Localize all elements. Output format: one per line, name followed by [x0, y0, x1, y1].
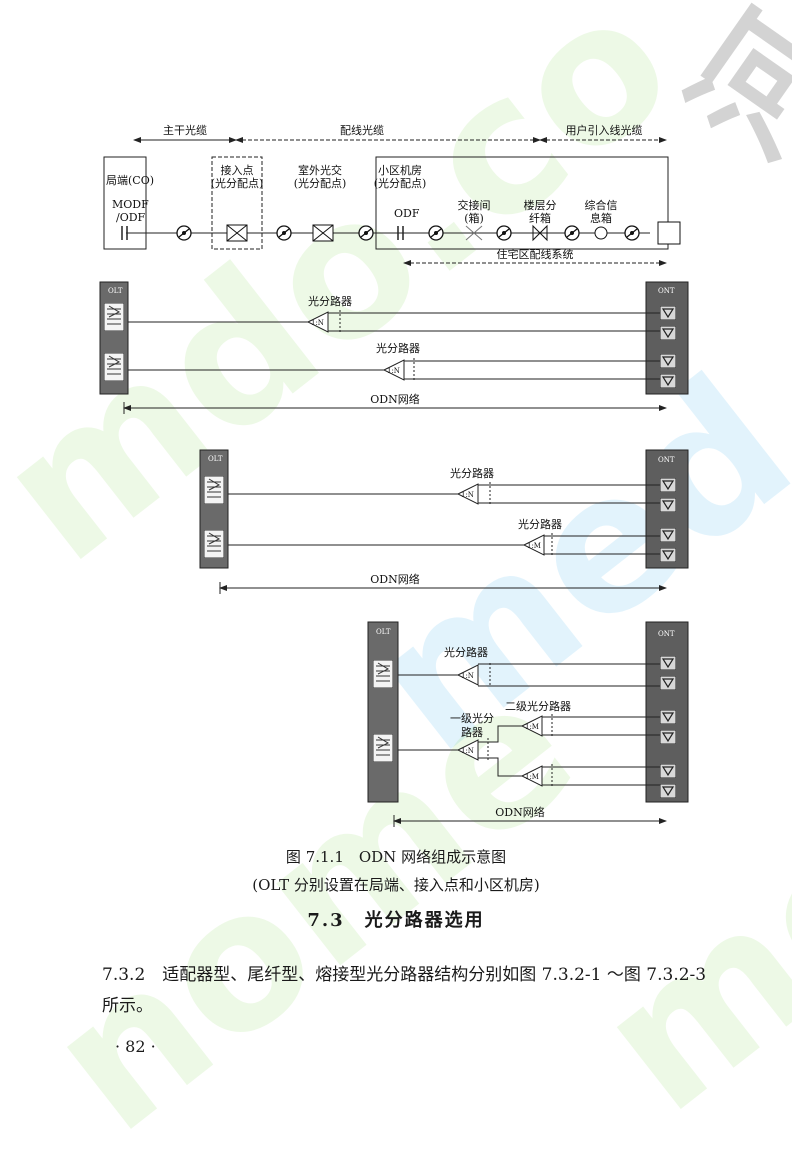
splice-icon — [358, 225, 374, 241]
odn-network-label: ODN网络 — [495, 805, 544, 819]
distribution-cable-label: 配线光缆 — [340, 123, 384, 137]
ont-port-icon — [660, 548, 676, 562]
ratio-label: 1:N — [311, 319, 324, 327]
ont-port-icon — [660, 374, 676, 388]
splice-icon — [176, 225, 192, 241]
floor-box-sub: 纤箱 — [529, 211, 551, 225]
ont-label: ONT — [658, 456, 675, 464]
modf-label: MODF — [112, 198, 149, 211]
ont-port-icon — [660, 656, 676, 670]
splitter-label: 光分路器 — [308, 294, 352, 308]
figure-subtitle: (OLT 分别设置在局端、接入点和小区机房) — [252, 876, 540, 894]
olt-port-icon — [373, 734, 393, 762]
user-terminal-icon — [657, 221, 681, 245]
ont-port-icon — [660, 354, 676, 368]
splitter-box-icon — [226, 224, 248, 242]
splice-icon — [496, 225, 512, 241]
section-heading: 7.3 光分路器选用 — [307, 910, 485, 931]
ont-port-icon — [660, 478, 676, 492]
co-label: 局端(CO) — [106, 174, 154, 187]
connector-x-icon — [465, 225, 483, 241]
odn-network-label: ODN网络 — [370, 572, 419, 586]
olt-port-icon — [373, 660, 393, 688]
olt-port-icon — [204, 530, 224, 558]
trunk-cable-label: 主干光缆 — [163, 123, 207, 137]
first-level-splitter-label: 一级光分 — [450, 711, 494, 725]
terminal-circle-icon — [594, 226, 608, 240]
odn-figure: 主干光缆 配线光缆 用户引入线光缆 局端(CO) MODF /ODF 接入点 (… — [99, 123, 689, 827]
splitter-label: 光分路器 — [376, 341, 420, 355]
ont-port-icon — [660, 730, 676, 744]
connector-bowtie-icon — [532, 224, 548, 242]
olt-port-icon — [104, 303, 124, 331]
ont-label: ONT — [658, 287, 675, 295]
splice-icon — [428, 225, 444, 241]
residential-span-label: 住宅区配线系统 — [497, 247, 574, 261]
diagram-network-chain: 主干光缆 配线光缆 用户引入线光缆 局端(CO) MODF /ODF 接入点 (… — [103, 123, 681, 266]
odn-diagram-a: OLT ONT 1:N 光分路器 1:N 光分路器 OD — [99, 281, 689, 414]
olt-label: OLT — [108, 287, 123, 295]
ratio-label: 1:M — [525, 723, 539, 731]
second-level-splitter-label: 二级光分路器 — [505, 699, 571, 713]
ont-port-icon — [660, 676, 676, 690]
cross-box-sub: (箱) — [464, 211, 484, 225]
splitter-label: 光分路器 — [450, 466, 494, 480]
odn-diagram-b: OLT ONT 1:N 光分路器 1:M 光分路器 OD — [199, 449, 689, 594]
ratio-label: 1:M — [525, 773, 539, 781]
ratio-label: 1:N — [461, 491, 474, 499]
ont-port-icon — [660, 326, 676, 340]
ont-port-icon — [660, 784, 676, 798]
cross-box-label: 交接间 — [458, 198, 491, 212]
access-point-sub: (光分配点) — [211, 176, 264, 190]
page-number: · 82 · — [115, 1037, 156, 1056]
access-point-label: 接入点 — [221, 164, 254, 177]
district-room-label: 小区机房 — [378, 163, 422, 177]
olt-port-icon — [204, 476, 224, 504]
odn-network-label: ODN网络 — [370, 392, 419, 406]
floor-box-label: 楼层分 — [524, 198, 557, 212]
splice-icon — [564, 225, 580, 241]
olt-label: OLT — [376, 628, 391, 636]
splitter-label: 光分路器 — [518, 517, 562, 531]
ont-port-icon — [660, 764, 676, 778]
info-box-sub: 息箱 — [590, 211, 612, 225]
body-paragraph: 7.3.2 适配器型、尾纤型、熔接型光分路器结构分别如图 7.3.2-1 ～图 … — [102, 965, 707, 1016]
ont-port-icon — [660, 710, 676, 724]
figure-title: 图 7.1.1 ODN 网络组成示意图 — [285, 848, 507, 866]
olt-label: OLT — [208, 455, 223, 463]
odf-label: ODF — [394, 207, 420, 220]
ont-label: ONT — [658, 630, 675, 638]
ont-port-icon — [660, 528, 676, 542]
district-room-sub: (光分配点) — [374, 176, 427, 190]
splitter-box-icon — [312, 224, 334, 242]
ratio-label: 1:M — [527, 542, 541, 550]
ont-port-icon — [660, 498, 676, 512]
splitter-label: 光分路器 — [444, 645, 488, 659]
ratio-label: 1:N — [387, 367, 400, 375]
olt-port-icon — [104, 353, 124, 381]
ratio-label: 1:N — [461, 747, 474, 755]
drop-cable-label: 用户引入线光缆 — [566, 123, 643, 137]
info-box-label: 综合信 — [585, 198, 618, 212]
ont-port-icon — [660, 306, 676, 320]
odf-label-co: /ODF — [116, 211, 146, 224]
odn-diagram-c: OLT ONT 1:N 光分路器 1:N 一级光分 路器 — [367, 621, 689, 827]
ratio-label: 1:N — [461, 672, 474, 680]
outdoor-cabinet-sub: (光分配点) — [294, 176, 347, 190]
first-level-splitter-sub: 路器 — [461, 726, 483, 739]
splice-icon — [624, 225, 640, 241]
outdoor-cabinet-label: 室外光交 — [298, 163, 342, 177]
splice-icon — [276, 225, 292, 241]
